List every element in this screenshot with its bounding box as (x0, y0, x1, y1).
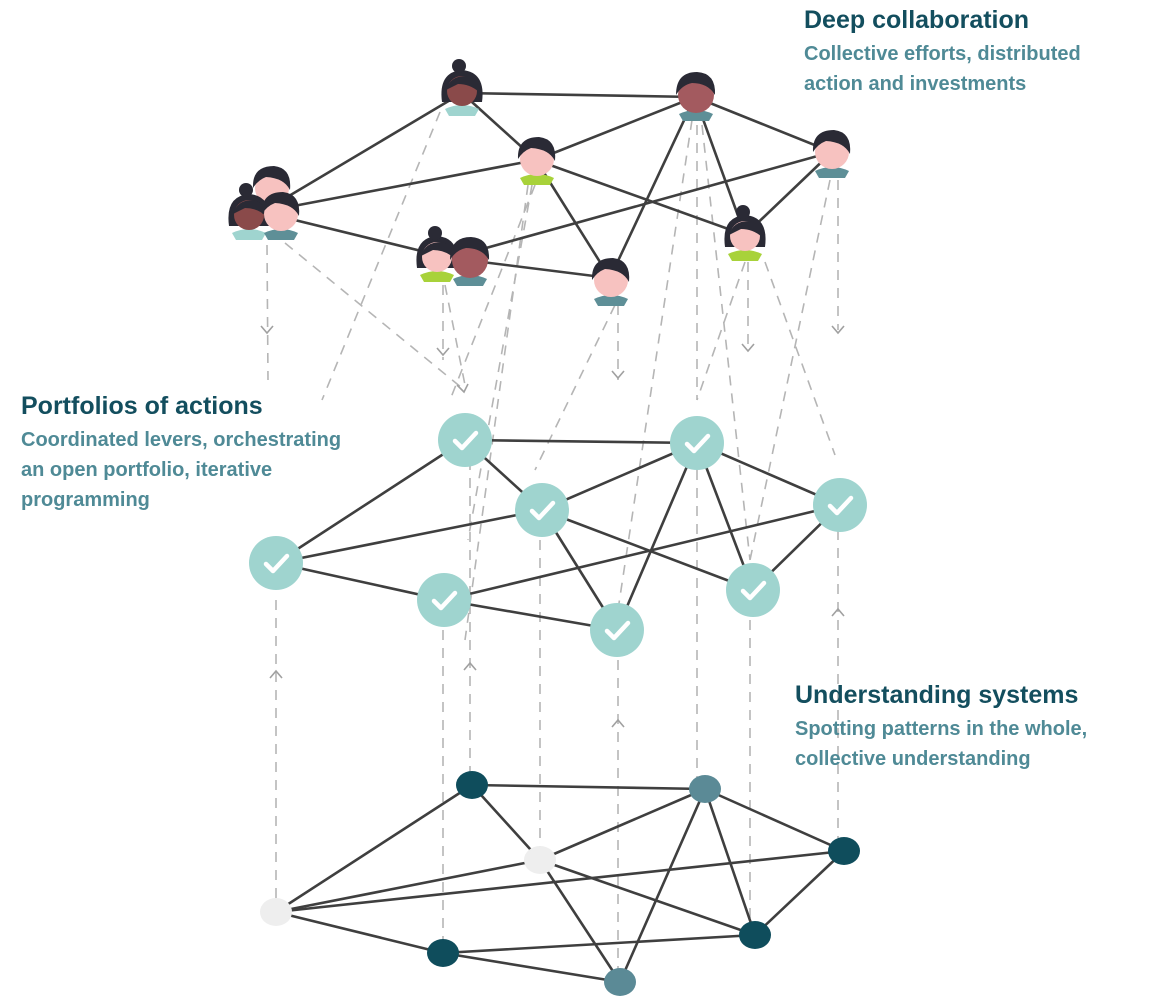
system-node (828, 837, 860, 865)
checkmark-icon (813, 478, 867, 532)
person-avatar-icon (676, 72, 716, 121)
person-avatar-icon (591, 258, 630, 306)
checkmark-icon (438, 413, 492, 467)
system-node (427, 939, 459, 967)
description-line: Coordinated levers, orchestrating (21, 429, 342, 451)
portfolios-of-actions-description: Coordinated levers, orchestrating an ope… (21, 425, 341, 515)
system-node (524, 846, 556, 874)
portfolios-of-actions-label: Portfolios of actions Coordinated levers… (21, 391, 341, 515)
checkmark-icon (417, 573, 471, 627)
checkmark-icon (590, 603, 644, 657)
dashed-links (266, 111, 839, 970)
deep-collaboration-heading: Deep collaboration (804, 6, 1030, 34)
arrow-chevron-icons (260, 325, 845, 728)
deep-collaboration-label: Deep collaboration Collective efforts, d… (804, 5, 1081, 99)
system-node (260, 898, 292, 926)
understanding-systems-heading: Understanding systems (795, 681, 1079, 709)
description-line: programming (21, 489, 150, 511)
description-line: Collective efforts, distributed (804, 43, 1081, 65)
system-node (739, 921, 771, 949)
system-node (604, 968, 636, 996)
person-avatar-icon (517, 137, 556, 185)
checkmark-icon (670, 416, 724, 470)
person-avatar-icon (450, 237, 490, 286)
checkmark-icon (515, 483, 569, 537)
person-avatar-icon (261, 192, 300, 240)
bottom-network-edges (274, 783, 846, 984)
deep-collaboration-description: Collective efforts, distributed action a… (804, 39, 1081, 99)
person-avatar-icon (724, 205, 766, 261)
description-line: action and investments (804, 73, 1027, 95)
description-line: collective understanding (795, 748, 1031, 770)
description-line: Spotting patterns in the whole, (795, 718, 1088, 740)
description-line: an open portfolio, iterative (21, 459, 273, 481)
checkmark-icon (249, 536, 303, 590)
bottom-network-nodes (260, 771, 860, 996)
person-avatar-icon (812, 130, 851, 178)
understanding-systems-description: Spotting patterns in the whole, collecti… (795, 714, 1087, 774)
system-node (689, 775, 721, 803)
understanding-systems-label: Understanding systems Spotting patterns … (795, 680, 1087, 774)
system-node (456, 771, 488, 799)
portfolios-of-actions-heading: Portfolios of actions (21, 392, 263, 420)
checkmark-icon (726, 563, 780, 617)
